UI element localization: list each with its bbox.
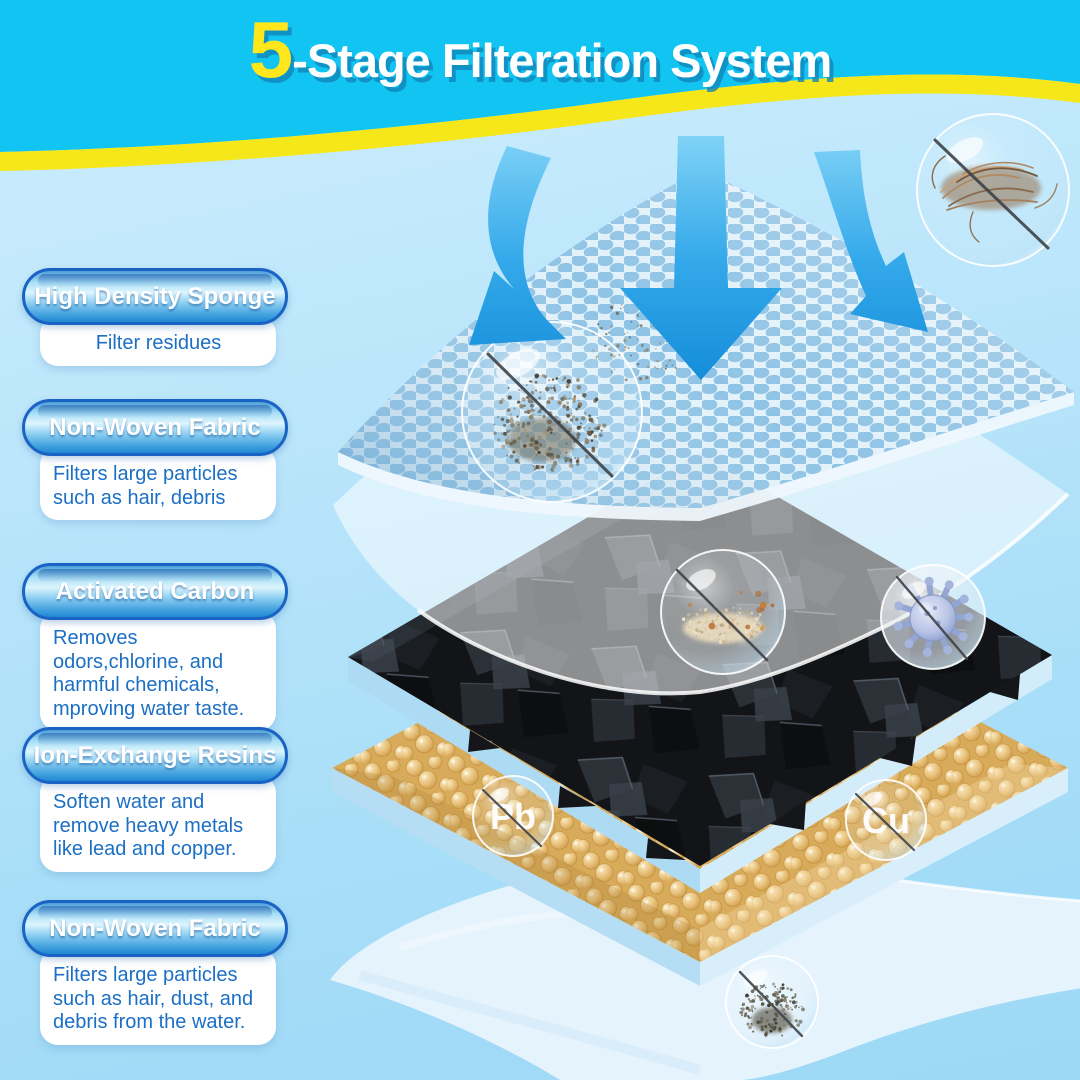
header-band	[0, 0, 1080, 171]
stage-description-card: Filters large particles such as hair, de…	[40, 447, 276, 521]
header-cyan-band	[0, 0, 1080, 152]
stage-label-pill: Ion-Exchange Resins	[22, 727, 288, 784]
stage-label: Non-Woven Fabric	[49, 413, 261, 441]
stage-item-4: Ion-Exchange Resins Soften water and rem…	[22, 727, 288, 872]
stage-description-card: Filters large particles such as hair, du…	[40, 948, 276, 1045]
stage-label-pill: Non-Woven Fabric	[22, 399, 288, 456]
stage-item-5: Non-Woven Fabric Filters large particles…	[22, 900, 288, 1045]
stage-description-card: Removes odors,chlorine, and harmful chem…	[40, 611, 276, 732]
stage-item-1: High Density Sponge Filter residues	[22, 268, 288, 366]
stage-number: 5	[248, 5, 293, 94]
stage-label-pill: Activated Carbon	[22, 563, 288, 620]
stage-description-card: Soften water and remove heavy metals lik…	[40, 775, 276, 872]
stage-label: Non-Woven Fabric	[49, 914, 261, 942]
page-title: 5 -Stage Filteration System	[0, 10, 1080, 90]
stage-label: Ion-Exchange Resins	[33, 741, 277, 769]
header-yellow-wave	[0, 74, 1080, 171]
stage-label: High Density Sponge	[34, 282, 276, 310]
stage-label-pill: High Density Sponge	[22, 268, 288, 325]
title-text: -Stage Filteration System	[292, 34, 832, 87]
stage-item-3: Activated Carbon Removes odors,chlorine,…	[22, 563, 288, 732]
stage-item-2: Non-Woven Fabric Filters large particles…	[22, 399, 288, 521]
stage-label-pill: Non-Woven Fabric	[22, 900, 288, 957]
stage-label: Activated Carbon	[55, 577, 255, 605]
